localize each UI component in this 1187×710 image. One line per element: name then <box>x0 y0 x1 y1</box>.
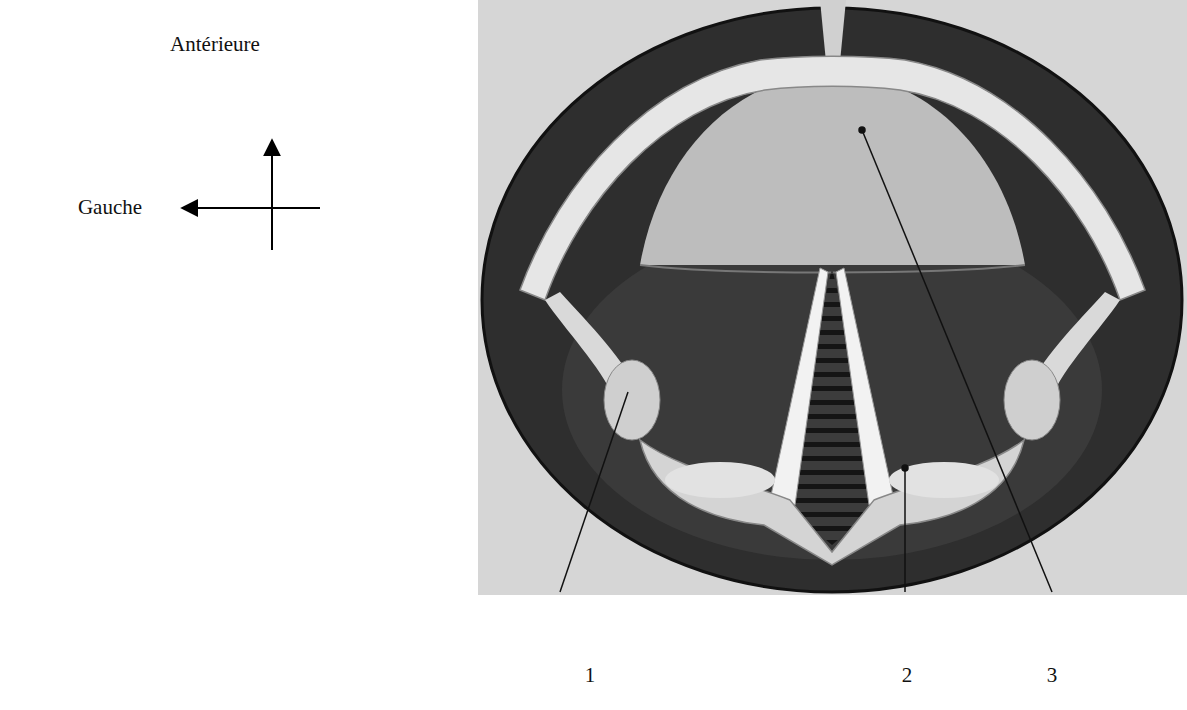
aryepiglottic-fold <box>520 56 1145 300</box>
vocal-cord-right <box>836 268 894 505</box>
photo-ground <box>478 0 1187 595</box>
callout-number: 2 <box>902 664 913 687</box>
callout-number: 1 <box>585 664 596 687</box>
callout-number: 3 <box>1047 664 1058 687</box>
orientation-cross <box>182 140 320 250</box>
vocal-cord-left <box>770 268 828 505</box>
vestibule <box>562 220 1102 560</box>
glossoepiglottic-fold <box>820 0 846 62</box>
orientation-label: Gauche <box>78 196 142 219</box>
cuneiform-left <box>604 360 660 440</box>
laryngeal-view <box>482 8 1182 592</box>
orientation-label: Antérieure <box>170 33 260 56</box>
arytenoid-region <box>640 440 1024 565</box>
arytenoid-left <box>665 462 775 498</box>
cuneiform-right <box>1004 360 1060 440</box>
leader-lines <box>560 127 1052 592</box>
